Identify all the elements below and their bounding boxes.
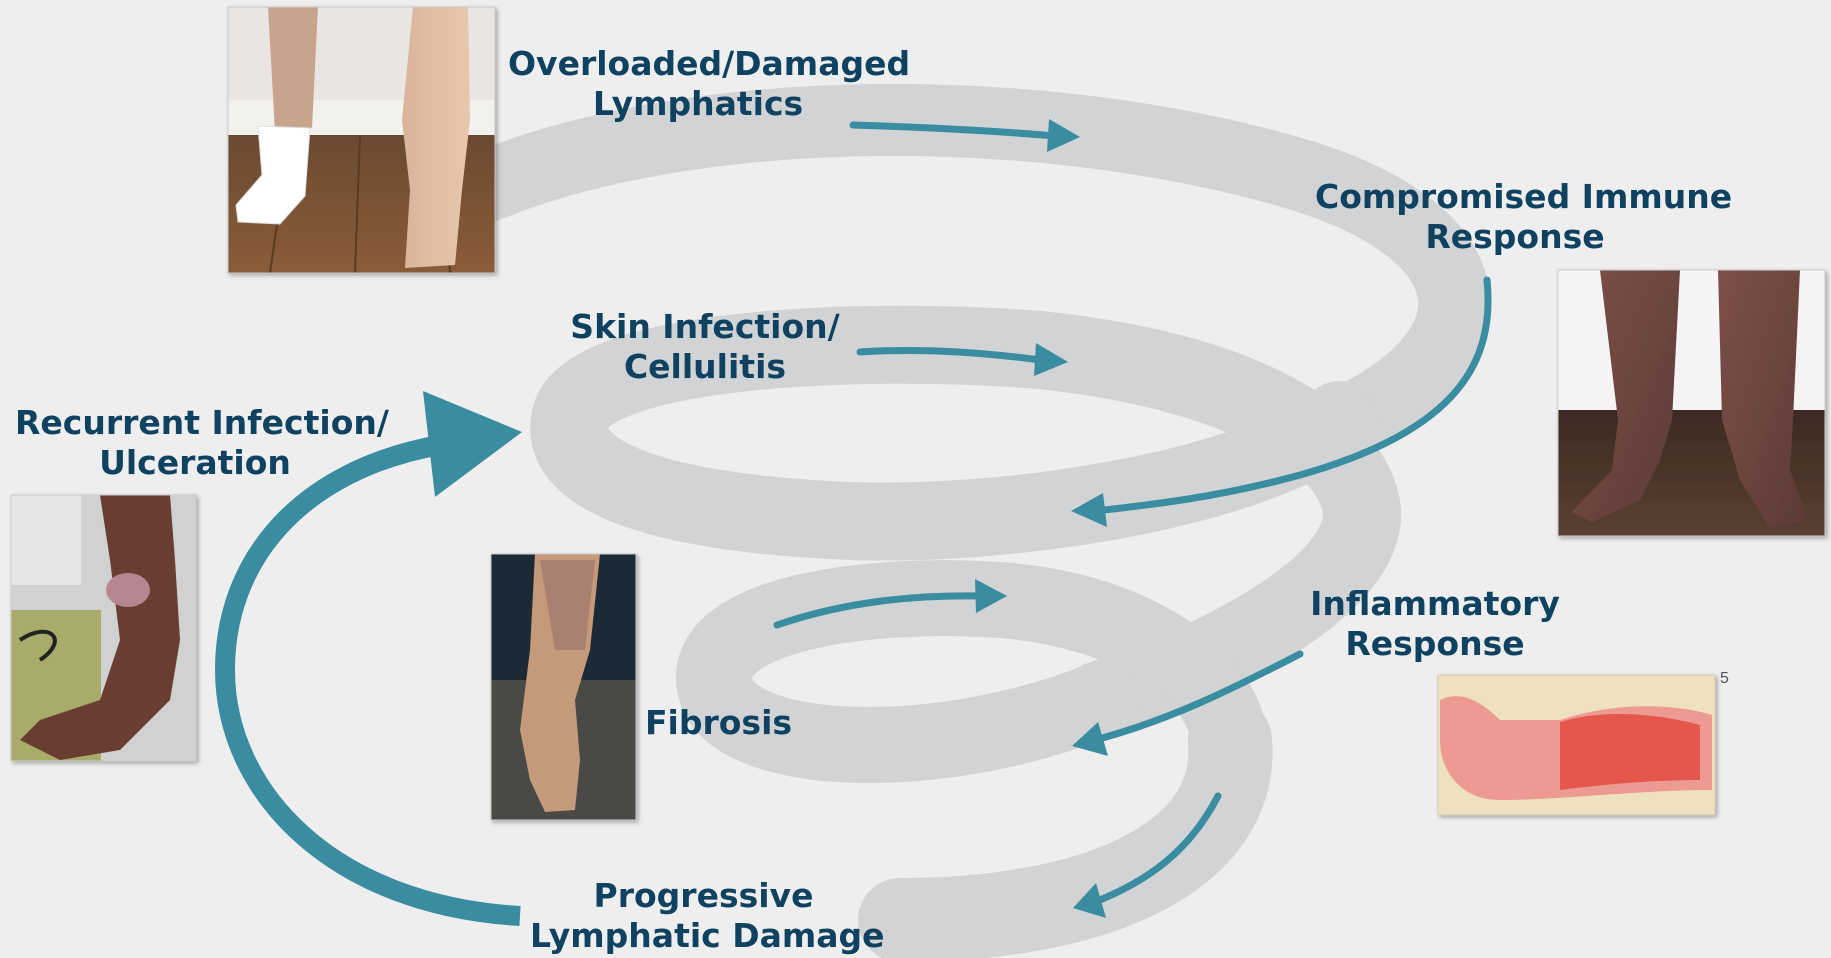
label-immune-line2: Response bbox=[1315, 217, 1715, 257]
photo-fibrotic-leg bbox=[491, 554, 636, 820]
label-skin-line2: Cellulitis bbox=[570, 347, 840, 387]
label-inflammatory-line1: Inflammatory bbox=[1300, 584, 1570, 624]
label-progressive-line1: Progressive bbox=[530, 876, 877, 916]
label-compromised-immune: Compromised Immune Response bbox=[1315, 177, 1715, 257]
label-progressive-line2: Lymphatic Damage bbox=[530, 916, 877, 956]
photo-red-inflamed-leg bbox=[1438, 675, 1715, 815]
label-fibrosis-line1: Fibrosis bbox=[645, 703, 785, 743]
return-arrowhead bbox=[423, 391, 522, 497]
label-inflammatory-response: Inflammatory Response bbox=[1300, 584, 1570, 664]
label-overloaded-line1: Overloaded/Damaged bbox=[508, 44, 888, 84]
label-overloaded-lymphatics: Overloaded/Damaged Lymphatics bbox=[508, 44, 888, 124]
label-fibrosis: Fibrosis bbox=[645, 703, 785, 743]
label-immune-line1: Compromised Immune bbox=[1315, 177, 1715, 217]
label-skin-line1: Skin Infection/ bbox=[570, 307, 840, 347]
label-recurrent-infection: Recurrent Infection/ Ulceration bbox=[15, 403, 375, 483]
label-recurrent-line1: Recurrent Infection/ bbox=[15, 403, 375, 443]
label-overloaded-line2: Lymphatics bbox=[508, 84, 888, 124]
label-progressive-damage: Progressive Lymphatic Damage bbox=[530, 876, 877, 956]
label-recurrent-line2: Ulceration bbox=[15, 443, 375, 483]
photo-ulcerated-leg bbox=[11, 495, 196, 761]
photo-legs-discolored bbox=[1558, 270, 1825, 536]
label-skin-infection: Skin Infection/ Cellulitis bbox=[570, 307, 840, 387]
return-arrow bbox=[225, 445, 520, 916]
label-inflammatory-line2: Response bbox=[1300, 624, 1570, 664]
page-number: 5 bbox=[1720, 670, 1729, 688]
photo-legs-white-sock bbox=[228, 7, 495, 273]
